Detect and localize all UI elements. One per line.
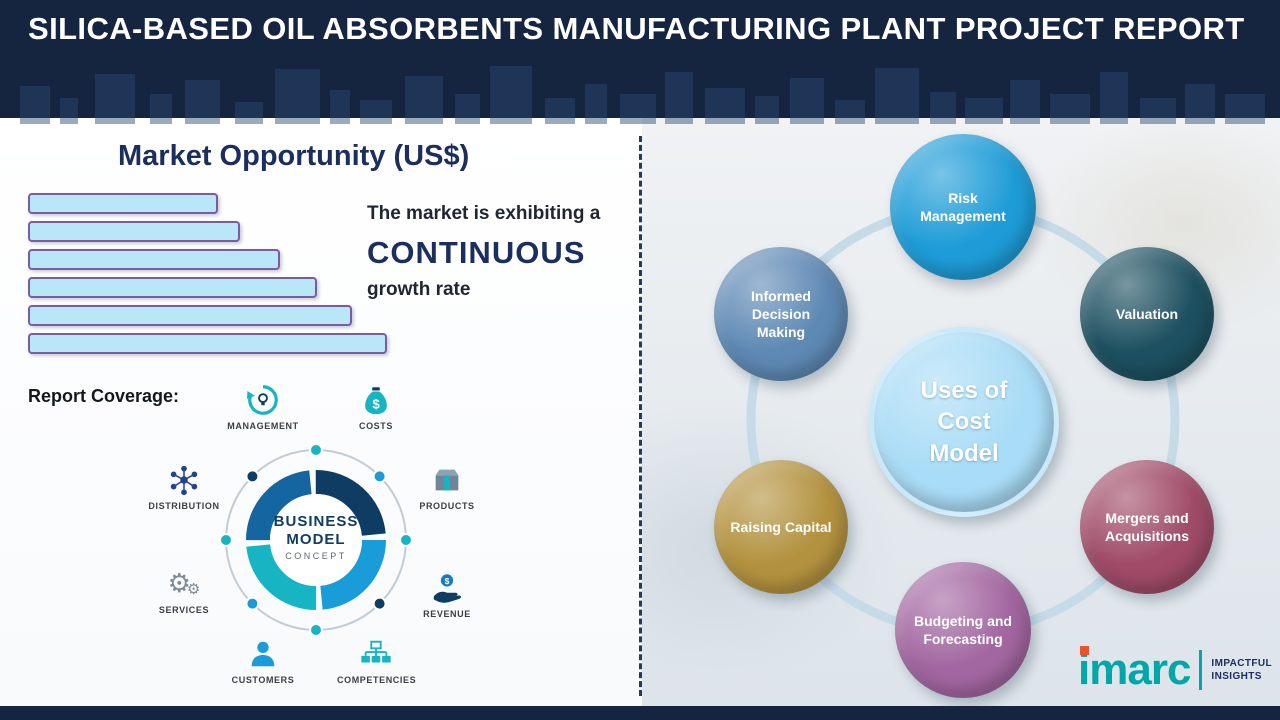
gears-icon: ⚙⚙ — [167, 569, 201, 599]
hand-coin-icon: $ — [408, 570, 486, 606]
logo-wordmark: imarc — [1078, 645, 1191, 695]
business-model-line1: BUSINESS — [273, 513, 359, 530]
recycle-idea-icon — [224, 382, 302, 418]
business-model-center-label: BUSINESS MODEL CONCEPT — [251, 513, 381, 561]
footer-bar — [0, 706, 1280, 720]
coverage-item-competencies: COMPETENCIES — [337, 636, 417, 685]
logo-tagline: IMPACTFUL INSIGHTS — [1211, 657, 1272, 684]
money-bag-icon: $ — [337, 382, 415, 418]
market-growth-bar-chart — [28, 193, 387, 361]
logo-tagline-line1: IMPACTFUL — [1211, 657, 1273, 669]
coverage-label-competencies: COMPETENCIES — [337, 675, 417, 685]
chart-bar — [28, 305, 352, 326]
chart-bar — [28, 333, 387, 354]
box-icon — [408, 462, 486, 498]
coverage-label-management: MANAGEMENT — [227, 421, 299, 431]
cost-model-center-label: Uses of Cost Model — [920, 377, 1008, 467]
coverage-label-revenue: REVENUE — [423, 609, 471, 619]
growth-text-line1: The market is exhibiting a — [367, 203, 601, 224]
cost-model-item-informed-decision-making: Informed Decision Making — [714, 247, 848, 381]
page-title: SILICA-BASED OIL ABSORBENTS MANUFACTURIN… — [28, 11, 1245, 46]
svg-text:$: $ — [445, 576, 450, 586]
cost-model-center-circle: Uses of Cost Model — [869, 327, 1059, 517]
chart-bar — [28, 249, 280, 270]
city-skyline-graphic — [20, 66, 1265, 124]
cost-model-item-label: Valuation — [1115, 305, 1179, 322]
logo-accent-mark — [1080, 646, 1089, 655]
network-icon — [145, 462, 223, 498]
business-model-line3: CONCEPT — [285, 551, 347, 561]
cost-model-item-label: Risk Management — [920, 189, 1006, 224]
logo-divider — [1199, 650, 1203, 690]
svg-text:$: $ — [372, 397, 380, 412]
chart-bar — [28, 193, 218, 214]
market-opportunity-title: Market Opportunity (US$) — [118, 140, 470, 172]
business-model-line2: MODEL — [286, 531, 346, 548]
coverage-item-customers: CUSTOMERS — [224, 636, 302, 685]
chart-bar — [28, 221, 240, 242]
growth-text-continuous: CONTINUOUS — [367, 235, 586, 270]
org-chart-icon — [337, 636, 415, 672]
coverage-label-services: SERVICES — [158, 605, 210, 615]
coverage-label-customers: CUSTOMERS — [231, 675, 295, 685]
business-model-ring-graphic — [219, 443, 413, 637]
header-banner: SILICA-BASED OIL ABSORBENTS MANUFACTURIN… — [0, 0, 1280, 124]
cost-model-item-risk-management: Risk Management — [890, 134, 1036, 280]
panel-divider — [639, 136, 642, 696]
coverage-item-management: MANAGEMENT — [224, 382, 302, 431]
cost-model-item-label: Budgeting and Forecasting — [914, 612, 1012, 647]
cost-model-item-mergers-acquisitions: Mergers and Acquisitions — [1080, 460, 1214, 594]
imarc-logo: imarc IMPACTFUL INSIGHTS — [1078, 645, 1272, 695]
cost-model-item-label: Informed Decision Making — [751, 287, 811, 341]
growth-annotation: The market is exhibiting a CONTINUOUS gr… — [367, 203, 637, 301]
coverage-item-distribution: DISTRIBUTION — [145, 462, 223, 511]
person-icon — [224, 636, 302, 672]
coverage-label-distribution: DISTRIBUTION — [148, 501, 220, 511]
cost-model-item-budgeting-forecasting: Budgeting and Forecasting — [895, 562, 1031, 698]
logo-tagline-line2: INSIGHTS — [1211, 671, 1262, 682]
cost-model-item-label: Mergers and Acquisitions — [1104, 509, 1189, 544]
coverage-item-revenue: $ REVENUE — [408, 570, 486, 619]
report-coverage-label: Report Coverage: — [28, 386, 180, 406]
coverage-item-services: ⚙⚙ SERVICES — [145, 566, 223, 615]
cost-model-item-label: Raising Capital — [730, 518, 832, 535]
cost-model-panel: Risk Management Valuation Informed Decis… — [642, 118, 1280, 708]
coverage-label-costs: COSTS — [358, 421, 393, 431]
growth-text-line3: growth rate — [367, 279, 471, 300]
cost-model-item-valuation: Valuation — [1080, 247, 1214, 381]
cost-model-item-raising-capital: Raising Capital — [714, 460, 848, 594]
chart-bar — [28, 277, 317, 298]
coverage-item-costs: $ COSTS — [337, 382, 415, 431]
coverage-label-products: PRODUCTS — [419, 501, 475, 511]
market-opportunity-panel: Market Opportunity (US$) The market is e… — [0, 118, 642, 708]
coverage-item-products: PRODUCTS — [408, 462, 486, 511]
